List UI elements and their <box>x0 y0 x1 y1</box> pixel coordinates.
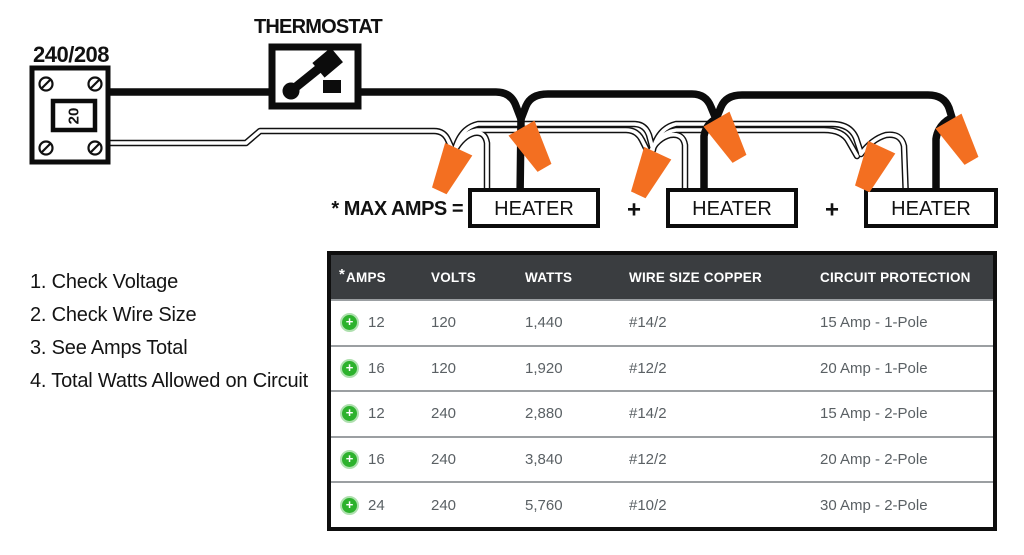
expand-row-icon[interactable]: + <box>340 358 359 378</box>
neutral-wire-core <box>108 122 908 202</box>
watts-cell: 2,880 <box>525 405 563 423</box>
watts-cell: 1,920 <box>525 359 563 377</box>
column-header-wire-size: WIRE SIZE COPPER <box>629 269 762 285</box>
wire-size-cell: #14/2 <box>629 405 667 423</box>
amps-cell: +16 <box>331 358 431 378</box>
amps-cell: +12 <box>331 404 431 424</box>
wiring-diagram: HEATER HEATER HEATER + + * MAX AMPS = 20… <box>29 16 998 228</box>
volts-cell: 240 <box>431 496 457 514</box>
wire-nut-icon <box>855 140 896 193</box>
circuit-protection-cell: 20 Amp - 1-Pole <box>820 359 928 377</box>
table-row: +12 240 2,880 #14/2 15 Amp - 2-Pole <box>331 390 993 436</box>
column-header-volts: VOLTS <box>431 269 477 285</box>
screw-icon <box>38 76 103 156</box>
wire-size-cell: #10/2 <box>629 496 667 514</box>
column-header-amps: *AMPS <box>339 265 386 285</box>
plus-sign-2: + <box>825 197 839 224</box>
wire-nut-icon <box>703 111 747 163</box>
instruction-item: 3. See Amps Total <box>30 337 188 359</box>
column-header-watts: WATTS <box>525 269 573 285</box>
watts-cell: 1,440 <box>525 314 563 332</box>
thermostat-box <box>268 43 362 110</box>
instruction-item: 1. Check Voltage <box>30 271 179 293</box>
watts-cell: 3,840 <box>525 451 563 469</box>
heater-box-3 <box>864 188 998 228</box>
instruction-item: 4. Total Watts Allowed on Circuit <box>30 370 308 392</box>
circuit-protection-cell: 15 Amp - 2-Pole <box>820 405 928 423</box>
instructions-list: 1. Check Voltage 2. Check Wire Size 3. S… <box>30 266 308 398</box>
switch-icon <box>282 47 343 100</box>
breaker-label: 240/208 <box>33 42 109 67</box>
heater-box-1 <box>468 188 600 228</box>
heater-label-2: HEATER <box>692 198 772 220</box>
amps-cell: +12 <box>331 313 431 333</box>
heater-boxes: HEATER HEATER HEATER <box>468 188 998 228</box>
table-row: +16 120 1,920 #12/2 20 Amp - 1-Pole <box>331 344 993 391</box>
expand-row-icon[interactable]: + <box>340 450 359 470</box>
wire-nut-icon <box>631 146 672 199</box>
volts-cell: 240 <box>431 405 457 423</box>
expand-row-icon[interactable]: + <box>340 495 359 515</box>
heater-box-2 <box>666 188 798 228</box>
table-row: +12 120 1,440 #14/2 15 Amp - 1-Pole <box>331 299 993 345</box>
table-row: +16 240 3,840 #12/2 20 Amp - 2-Pole <box>331 435 993 482</box>
volts-cell: 120 <box>431 359 457 377</box>
circuit-protection-cell: 15 Amp - 1-Pole <box>820 314 928 332</box>
table-row: +24 240 5,760 #10/2 30 Amp - 2-Pole <box>331 481 993 527</box>
volts-cell: 120 <box>431 314 457 332</box>
amps-spec-table: *AMPS VOLTS WATTS WIRE SIZE COPPER CIRCU… <box>327 251 997 531</box>
instruction-item: 2. Check Wire Size <box>30 304 197 326</box>
volts-cell: 240 <box>431 451 457 469</box>
breaker-box: 20 <box>29 65 111 165</box>
watts-cell: 5,760 <box>525 496 563 514</box>
table-header-row: *AMPS VOLTS WATTS WIRE SIZE COPPER CIRCU… <box>331 255 993 299</box>
heater-label-3: HEATER <box>891 198 971 220</box>
circuit-protection-cell: 20 Amp - 2-Pole <box>820 451 928 469</box>
heater-label-1: HEATER <box>494 198 574 220</box>
wire-nut-icon <box>935 113 979 165</box>
amps-cell: +16 <box>331 450 431 470</box>
circuit-protection-cell: 30 Amp - 2-Pole <box>820 496 928 514</box>
wire-size-cell: #12/2 <box>629 359 667 377</box>
amps-cell: +24 <box>331 495 431 515</box>
breaker-amp-value: 20 <box>66 108 83 125</box>
wire-nut-icon <box>508 120 552 172</box>
wire-size-cell: #14/2 <box>629 314 667 332</box>
column-header-circuit-protection: CIRCUIT PROTECTION <box>820 269 971 285</box>
expand-row-icon[interactable]: + <box>340 404 359 424</box>
wire-size-cell: #12/2 <box>629 451 667 469</box>
wire-nuts <box>432 111 979 199</box>
plus-sign-1: + <box>627 197 641 224</box>
asterisk: * <box>339 265 346 283</box>
max-amps-label: * MAX AMPS = <box>331 198 463 220</box>
expand-row-icon[interactable]: + <box>340 313 359 333</box>
wire-nut-icon <box>432 142 473 195</box>
thermostat-label: THERMOSTAT <box>254 16 382 38</box>
